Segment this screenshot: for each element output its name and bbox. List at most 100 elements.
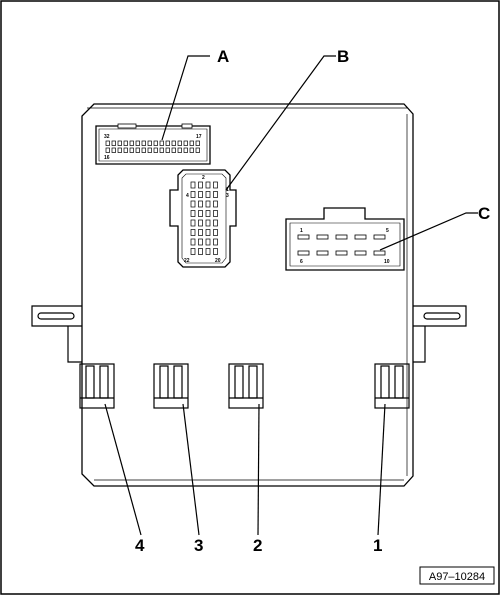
connector-a-pin-cavity — [165, 147, 170, 153]
connector-b: 2 4 1 3 22 20 — [169, 169, 237, 268]
connector-c-pin-cavity — [335, 234, 348, 240]
connector-b-pin-2: 2 — [202, 175, 205, 181]
connector-b-pin-cavity — [190, 229, 196, 236]
connector-a-pin-cavity — [171, 140, 176, 146]
connector-c-pin-cavity — [354, 250, 367, 256]
connector-b-pin-cavity — [190, 181, 196, 189]
connector-b-pin-cavity — [205, 219, 211, 227]
connector-a-pin-cavity — [189, 147, 194, 153]
connector-a-pin-cavity — [147, 147, 152, 153]
connector-b-pin-4: 4 — [186, 193, 189, 199]
connector-b-pin-cavity — [190, 210, 196, 217]
connector-a-pin-cavity — [123, 140, 128, 146]
callout-4: 4 — [135, 536, 145, 555]
connector-a-pin-cavity — [123, 147, 128, 153]
connector-b-pin-cavity — [198, 191, 203, 198]
connector-a-pin-cavity — [147, 140, 152, 146]
connector-b-pin-cavity — [205, 229, 211, 236]
housing — [81, 103, 414, 487]
connector-a-pin-cavity — [111, 147, 116, 153]
connector-a-pin-cavity — [159, 147, 164, 153]
left-mounting-tab — [31, 305, 82, 363]
clip-1 — [374, 363, 410, 409]
clip-2 — [228, 363, 264, 409]
connector-a-pin-cavity — [129, 140, 134, 146]
connector-b-pin-cavity — [198, 181, 203, 189]
leader-2 — [257, 403, 260, 536]
connector-a-pin-cavity — [105, 147, 110, 153]
connector-c-pin-5: 5 — [386, 228, 389, 234]
connector-c-pin-cavity — [373, 234, 386, 240]
connector-b-pin-3: 3 — [226, 193, 229, 199]
callout-a: A — [217, 47, 229, 66]
connector-a-pin-cavity — [183, 147, 188, 153]
connector-b-pin-cavity — [213, 200, 218, 208]
connector-b-pin-cavity — [205, 191, 211, 198]
connector-a-pin-cavity — [105, 140, 110, 146]
connector-c-pin-cavity — [373, 250, 386, 256]
connector-a-pin-cavity — [183, 140, 188, 146]
connector-b-pin-cavity — [213, 229, 218, 236]
connector-b-pin-cavity — [190, 200, 196, 208]
connector-b-pin-cavity — [213, 210, 218, 217]
connector-a-pin-32: 32 — [104, 134, 110, 140]
connector-a-pin-cavity — [111, 140, 116, 146]
connector-b-pin-cavity — [198, 248, 203, 255]
connector-b-pin-cavity — [190, 219, 196, 227]
connector-a-pin-cavity — [141, 140, 146, 146]
connector-b-pin-cavity — [213, 238, 218, 246]
connector-b-pin-20: 20 — [215, 258, 221, 264]
connector-c-pin-6: 6 — [300, 259, 303, 265]
callout-2: 2 — [253, 536, 262, 555]
connector-a-pin-cavity — [135, 140, 140, 146]
leader-c — [379, 212, 478, 251]
callout-c: C — [478, 204, 490, 223]
connector-a-pin-cavity — [117, 147, 122, 153]
connector-b-pin-cavity — [213, 248, 218, 255]
connector-b-pin-cavity — [198, 229, 203, 236]
callout-1: 1 — [373, 536, 382, 555]
connector-c-pin-cavity — [297, 250, 310, 256]
connector-c-pin-cavity — [297, 234, 310, 240]
right-mounting-tab — [413, 305, 467, 363]
connector-c-pin-cavity — [335, 250, 348, 256]
connector-b-pin-cavity — [205, 248, 211, 255]
connector-a-pin-16: 16 — [104, 155, 110, 161]
leader-3 — [182, 403, 200, 536]
connector-a-pin-cavity — [141, 147, 146, 153]
connector-b-pin-cavity — [213, 181, 218, 189]
connector-a-pin-cavity — [153, 140, 158, 146]
clip-3 — [153, 363, 189, 409]
connector-a-pin-cavity — [177, 147, 182, 153]
connector-b-pin-cavity — [190, 238, 196, 246]
leader-4 — [104, 403, 142, 536]
connector-c-pin-1: 1 — [300, 228, 303, 234]
leader-b — [225, 55, 336, 191]
connector-b-pin-cavity — [198, 200, 203, 208]
connector-b-pin-cavity — [213, 191, 218, 198]
connector-a-pin-cavity — [159, 140, 164, 146]
connector-b-pin-cavity — [205, 210, 211, 217]
connector-a-pin-cavity — [129, 147, 134, 153]
connector-a-pin-cavity — [195, 147, 200, 153]
connector-b-pin-cavity — [190, 248, 196, 255]
connector-b-pin-cavity — [205, 200, 211, 208]
connector-a-pin-cavity — [135, 147, 140, 153]
connector-a-pin-cavity — [153, 147, 158, 153]
connector-c-pin-cavity — [316, 250, 329, 256]
connector-b-pin-cavity — [205, 238, 211, 246]
connector-b-pin-cavity — [205, 181, 211, 189]
connector-a: 32 17 16 — [95, 123, 211, 165]
figure-code-box: A97–10284 — [419, 566, 495, 585]
connector-a-pin-17: 17 — [196, 134, 202, 140]
connector-b-pin-cavity — [198, 238, 203, 246]
connector-b-pin-cavity — [213, 219, 218, 227]
figure-code: A97–10284 — [429, 571, 485, 583]
leader-lines — [104, 55, 478, 536]
clip-4 — [79, 363, 115, 409]
leader-a — [161, 55, 210, 141]
connector-c: 1 5 6 10 — [285, 207, 405, 271]
connector-b-pin-cavity — [198, 219, 203, 227]
